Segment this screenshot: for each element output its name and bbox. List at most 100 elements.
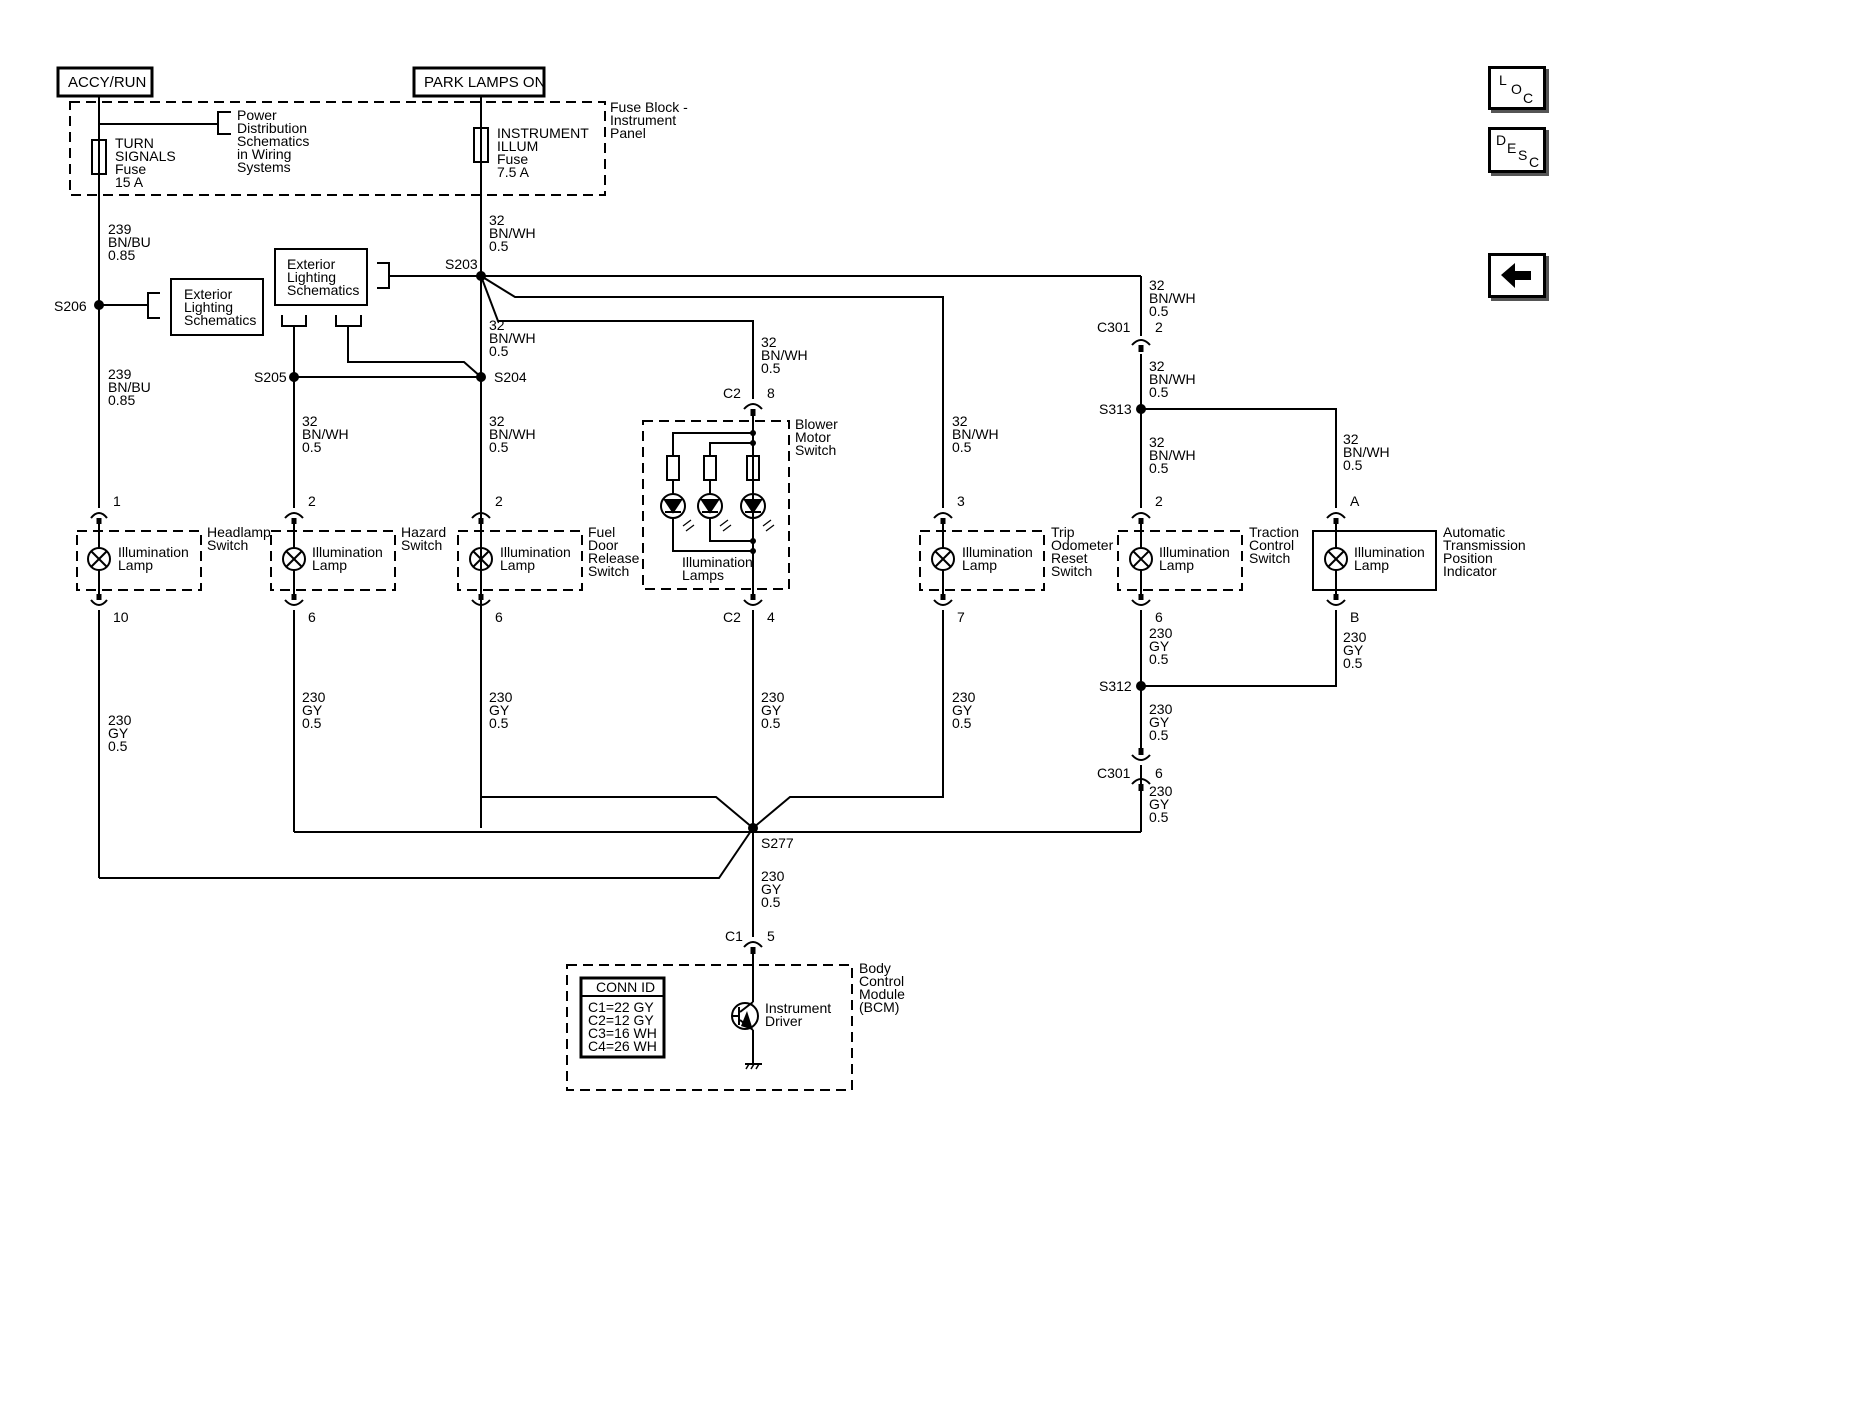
headlamp-switch-box [76,530,202,591]
connector-label: C1 [725,928,743,944]
exterior-lighting-ref-s206[interactable] [170,278,264,336]
pin-number: 2 [308,493,316,509]
trip-odometer-reset-switch-box [919,530,1045,591]
loc-letter: C [1523,90,1534,106]
desc-letter: D [1496,132,1507,148]
park-lamps-on-label: PARK LAMPS ON [424,74,545,91]
fuse-block [69,101,606,196]
pin-number: 6 [495,609,503,625]
pin-number: 2 [1155,319,1163,335]
pin-number: 2 [495,493,503,509]
pin-number: 1 [113,493,121,509]
splice-label: S277 [761,835,794,851]
pin-number: A [1350,493,1360,509]
exterior-lighting-ref-s203[interactable] [274,248,368,306]
connector-label: C301 [1097,765,1131,781]
fuel-door-release-switch-box [457,530,583,591]
left-arrow-icon [1501,263,1531,288]
blower-motor-switch-box [642,420,790,590]
loc-button[interactable]: L O C [1488,66,1546,110]
desc-letter: C [1529,154,1540,170]
connector-label: C2 [723,385,741,401]
pin-number: 6 [1155,609,1163,625]
splice-label: S206 [54,298,87,314]
pin-number: 6 [308,609,316,625]
accy-run-supply-box [56,66,154,98]
pin-number: 4 [767,609,775,625]
splice-label: S204 [494,369,527,385]
pin-number: 5 [767,928,775,944]
hazard-switch-box [270,530,396,591]
atpi-box [1312,530,1437,591]
splice-label: S312 [1099,678,1132,694]
pin-number: 10 [113,609,129,625]
conn-id-table [579,976,666,1059]
conn-id-title: CONN ID [596,979,655,995]
pin-number: 6 [1155,765,1163,781]
connector-label: C2 [723,609,741,625]
back-button[interactable] [1488,253,1546,298]
pin-number: B [1350,609,1359,625]
splice-dots [94,271,1146,833]
splice-label: S205 [254,369,287,385]
splice-label: S203 [445,256,478,272]
pin-number: 7 [957,609,965,625]
pin-number: 3 [957,493,965,509]
desc-letter: S [1518,147,1528,163]
splice-label: S313 [1099,401,1132,417]
accy-run-label: ACCY/RUN [68,74,146,91]
desc-letter: E [1507,140,1517,156]
loc-letter: O [1511,81,1522,97]
connector-label: C301 [1097,319,1131,335]
desc-button[interactable]: D E S C [1488,127,1546,173]
pin-number: 2 [1155,493,1163,509]
traction-control-switch-box [1117,530,1243,591]
park-lamps-supply-box [412,66,546,98]
